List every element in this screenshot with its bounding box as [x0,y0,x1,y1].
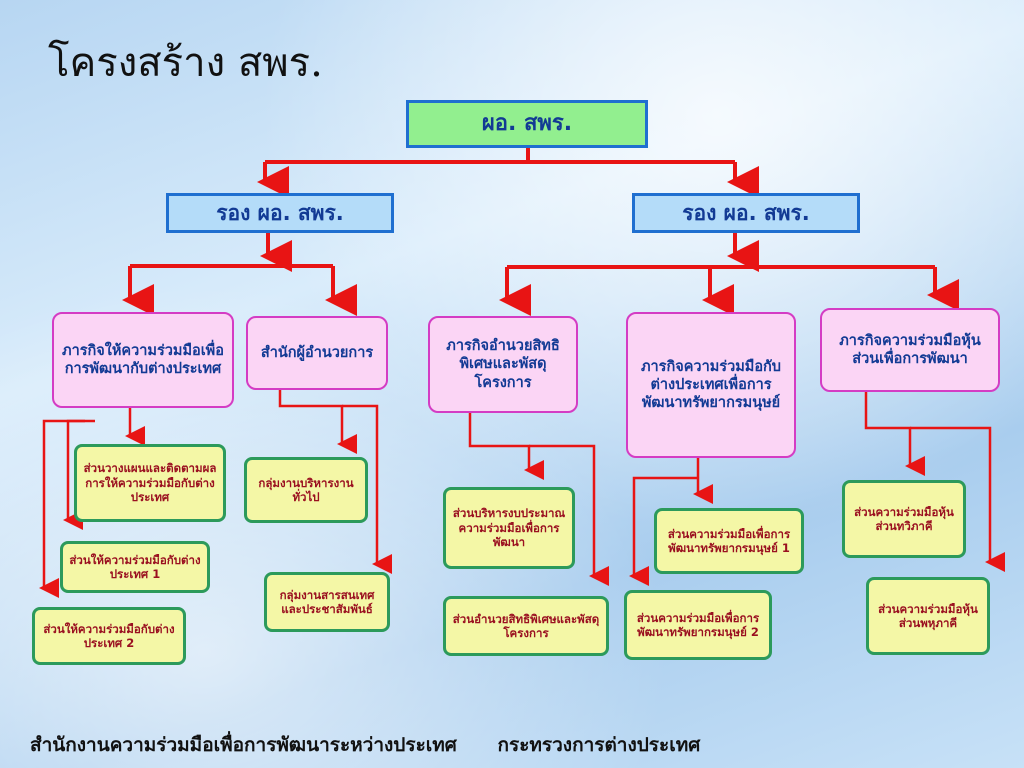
unit-box-planning: ส่วนวางแผนและติดตามผลการให้ความร่วมมือกั… [74,444,226,522]
unit-box-information-pr: กลุ่มงานสารสนเทศและประชาสัมพันธ์ [264,572,390,632]
unit-box-cooperation-2: ส่วนให้ความร่วมมือกับต่างประเทศ 2 [32,607,186,665]
unit-box-cooperation-1: ส่วนให้ความร่วมมือกับต่างประเทศ 1 [60,541,210,593]
footer-agency: สำนักงานความร่วมมือเพื่อการพัฒนาระหว่างป… [30,734,457,756]
unit-box-privileges: ส่วนอำนวยสิทธิพิเศษและพัสดุโครงการ [443,596,609,656]
mission-box-privileges-supplies: ภารกิจอำนวยสิทธิพิเศษและพัสดุโครงการ [428,316,578,413]
director-box: ผอ. สพร. [406,100,648,148]
mission-box-human-resource: ภารกิจความร่วมมือกับต่างประเทศเพื่อการพั… [626,312,796,458]
deputy-box-right: รอง ผอ. สพร. [632,193,860,233]
page-title: โครงสร้าง สพร. [48,40,323,86]
mission-box-international-cooperation: ภารกิจให้ความร่วมมือเพื่อการพัฒนากับต่าง… [52,312,234,408]
unit-box-bilateral: ส่วนความร่วมมือหุ้นส่วนทวิภาคี [842,480,966,558]
unit-box-multilateral: ส่วนความร่วมมือหุ้นส่วนพหุภาคี [866,577,990,655]
mission-box-partnership: ภารกิจความร่วมมือหุ้นส่วนเพื่อการพัฒนา [820,308,1000,392]
mission-box-director-office: สำนักผู้อำนวยการ [246,316,388,390]
footer: สำนักงานความร่วมมือเพื่อการพัฒนาระหว่างป… [30,730,734,760]
unit-box-hr-2: ส่วนความร่วมมือเพื่อการพัฒนาทรัพยากรมนุษ… [624,590,772,660]
unit-box-general-admin: กลุ่มงานบริหารงานทั่วไป [244,457,368,523]
deputy-box-left: รอง ผอ. สพร. [166,193,394,233]
unit-box-budget: ส่วนบริหารงบประมาณความร่วมมือเพื่อการพัฒ… [443,487,575,569]
unit-box-hr-1: ส่วนความร่วมมือเพื่อการพัฒนาทรัพยากรมนุษ… [654,508,804,574]
footer-ministry: กระทรวงการต่างประเทศ [497,734,701,756]
